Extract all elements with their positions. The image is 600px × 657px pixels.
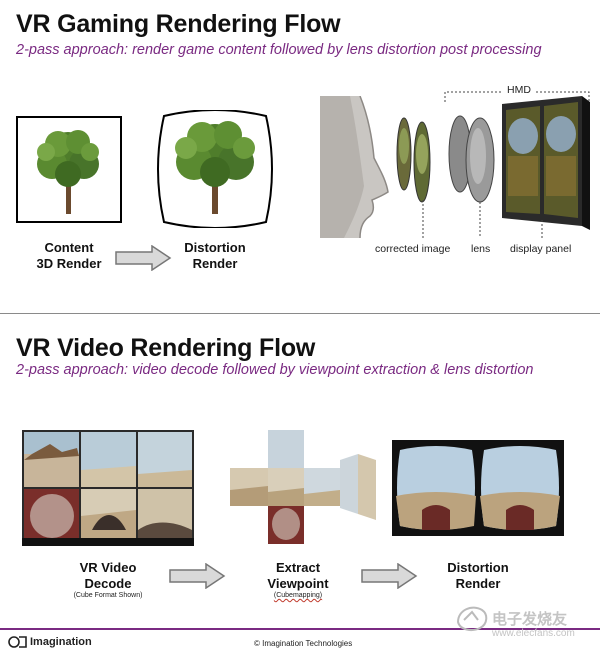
cube-format-note: (Cube Format Shown) xyxy=(73,592,143,599)
cubemapping-note: (Cubemapping) xyxy=(273,592,323,599)
watermark-url: www.elecfans.com xyxy=(492,628,575,639)
section-divider xyxy=(0,313,600,314)
content-render-image xyxy=(16,116,122,223)
brand-name: Imagination xyxy=(30,636,92,648)
distortion-render-image xyxy=(154,110,276,228)
distortion-render-label: Distortion Render xyxy=(184,240,246,271)
tree-icon xyxy=(157,110,273,228)
footer-divider xyxy=(0,628,600,630)
video-subtitle: 2-pass approach: video decode followed b… xyxy=(16,362,534,378)
corrected-image-label: corrected image xyxy=(375,243,451,255)
display-panel-icon xyxy=(502,96,590,230)
corrected-image-lenses xyxy=(396,117,431,203)
distortion-render-output-image xyxy=(392,440,564,536)
content-render-label: Content 3D Render xyxy=(36,240,102,271)
vr-video-decode-image xyxy=(22,430,194,546)
hmd-diagram xyxy=(320,96,590,238)
gaming-title: VR Gaming Rendering Flow xyxy=(16,10,341,38)
watermark-logo-icon xyxy=(454,602,490,632)
hmd-bracket xyxy=(444,90,590,104)
watermark-cn: 电子发烧友 xyxy=(492,611,568,628)
gaming-subtitle: 2-pass approach: render game content fol… xyxy=(16,42,542,58)
arrow-right-icon xyxy=(168,563,226,589)
vr-video-decode-label: VR Video Decode xyxy=(79,560,137,591)
display-panel-label: display panel xyxy=(510,243,572,255)
hmd-label: HMD xyxy=(507,84,531,96)
extract-viewpoint-image xyxy=(230,430,380,544)
lens-icon xyxy=(448,115,495,203)
imagination-logo-icon xyxy=(8,635,28,649)
video-title: VR Video Rendering Flow xyxy=(16,334,316,362)
arrow-right-icon xyxy=(360,563,418,589)
copyright-text: © Imagination Technologies xyxy=(254,639,353,648)
tree-icon xyxy=(16,116,122,223)
lens-label: lens xyxy=(471,243,491,255)
extract-viewpoint-label: Extract Viewpoint xyxy=(267,560,329,591)
face-profile-icon xyxy=(320,96,389,238)
arrow-right-icon xyxy=(114,245,172,271)
video-distortion-render-label: Distortion Render xyxy=(447,560,509,591)
